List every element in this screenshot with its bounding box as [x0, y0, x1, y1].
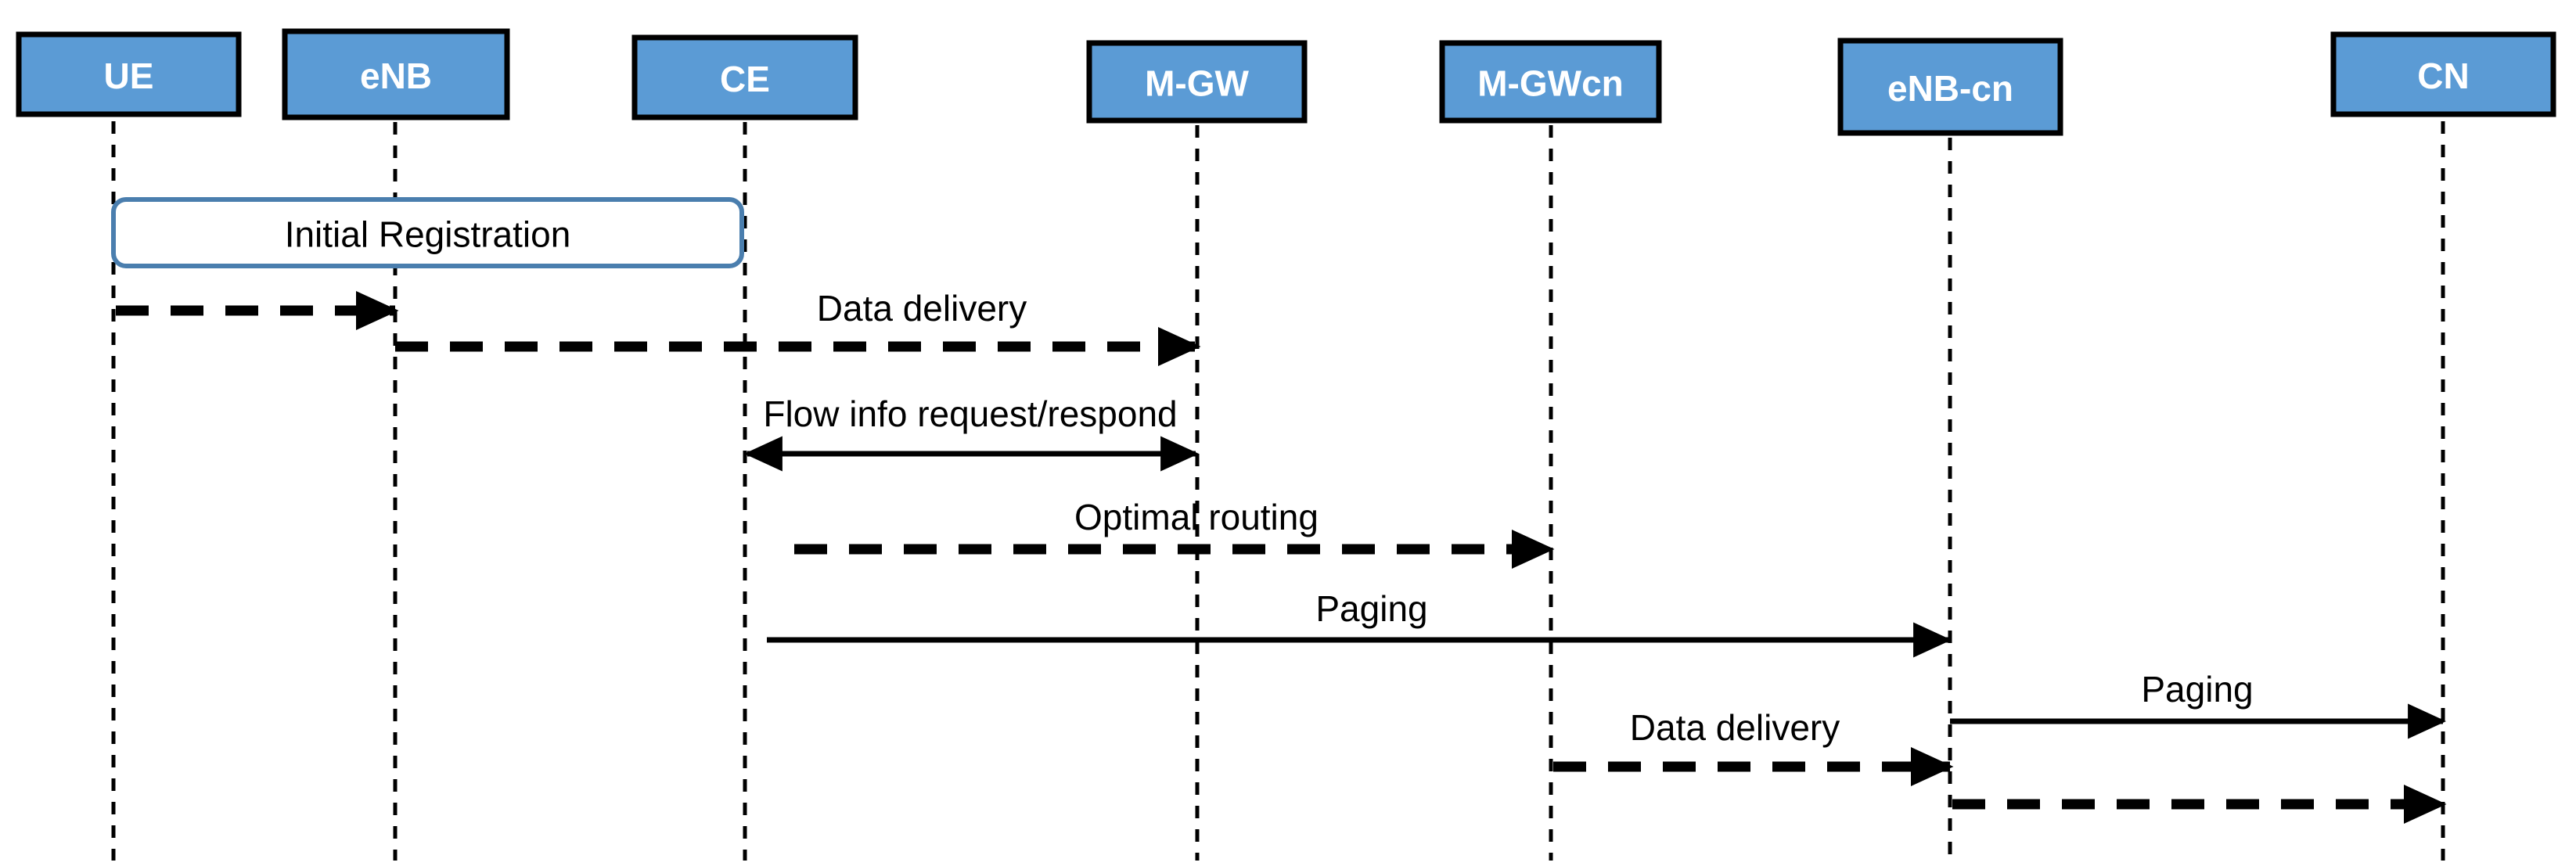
participant-label: eNB	[360, 56, 432, 96]
message-label: Data delivery	[817, 288, 1027, 329]
participant-label: CE	[720, 59, 770, 99]
participant-box[interactable]	[16, 31, 242, 117]
participant-mgwcn[interactable]: M-GWcn	[1439, 40, 1662, 124]
participant-label: CN	[2417, 56, 2469, 96]
message-label: Paging	[2141, 669, 2253, 710]
participant-label: M-GW	[1145, 63, 1249, 104]
fragment-box	[111, 197, 744, 268]
participant-label: eNB-cn	[1887, 68, 2013, 109]
message-m7: Data delivery	[1553, 707, 1954, 787]
message-label: Optimal routing	[1074, 497, 1319, 537]
participant-box[interactable]	[2330, 31, 2556, 117]
message-label: Paging	[1315, 588, 1427, 629]
participant-label: M-GWcn	[1477, 63, 1624, 104]
participant-box[interactable]	[1086, 40, 1308, 124]
fragment-initial-registration: Initial Registration	[111, 197, 744, 268]
message-m3: Flow info request/respond	[743, 393, 1200, 472]
participant-enb[interactable]: eNB	[282, 28, 510, 120]
message-m6: Paging	[1950, 669, 2447, 739]
participant-label: UE	[104, 56, 154, 96]
participant-box[interactable]	[1837, 38, 2063, 136]
participants-layer: UE eNB CE M-GW M-GWcn eNB-cn CN	[16, 28, 2556, 136]
message-m4: Optimal routing	[794, 497, 1555, 570]
participant-enbcn[interactable]: eNB-cn	[1837, 38, 2063, 136]
participant-box[interactable]	[1439, 40, 1662, 124]
message-label: Data delivery	[1630, 707, 1840, 748]
fragment-label: Initial Registration	[285, 214, 571, 255]
participant-box[interactable]	[631, 34, 858, 120]
participant-ue[interactable]: UE	[16, 31, 242, 117]
participant-ce[interactable]: CE	[631, 34, 858, 120]
message-m5: Paging	[767, 588, 1952, 658]
fragments-layer: Initial Registration	[111, 197, 744, 268]
participant-box[interactable]	[282, 28, 510, 120]
participant-cn[interactable]: CN	[2330, 31, 2556, 117]
participant-mgw[interactable]: M-GW	[1086, 40, 1308, 124]
message-label: Flow info request/respond	[763, 393, 1177, 434]
message-m2: Data delivery	[395, 288, 1201, 367]
